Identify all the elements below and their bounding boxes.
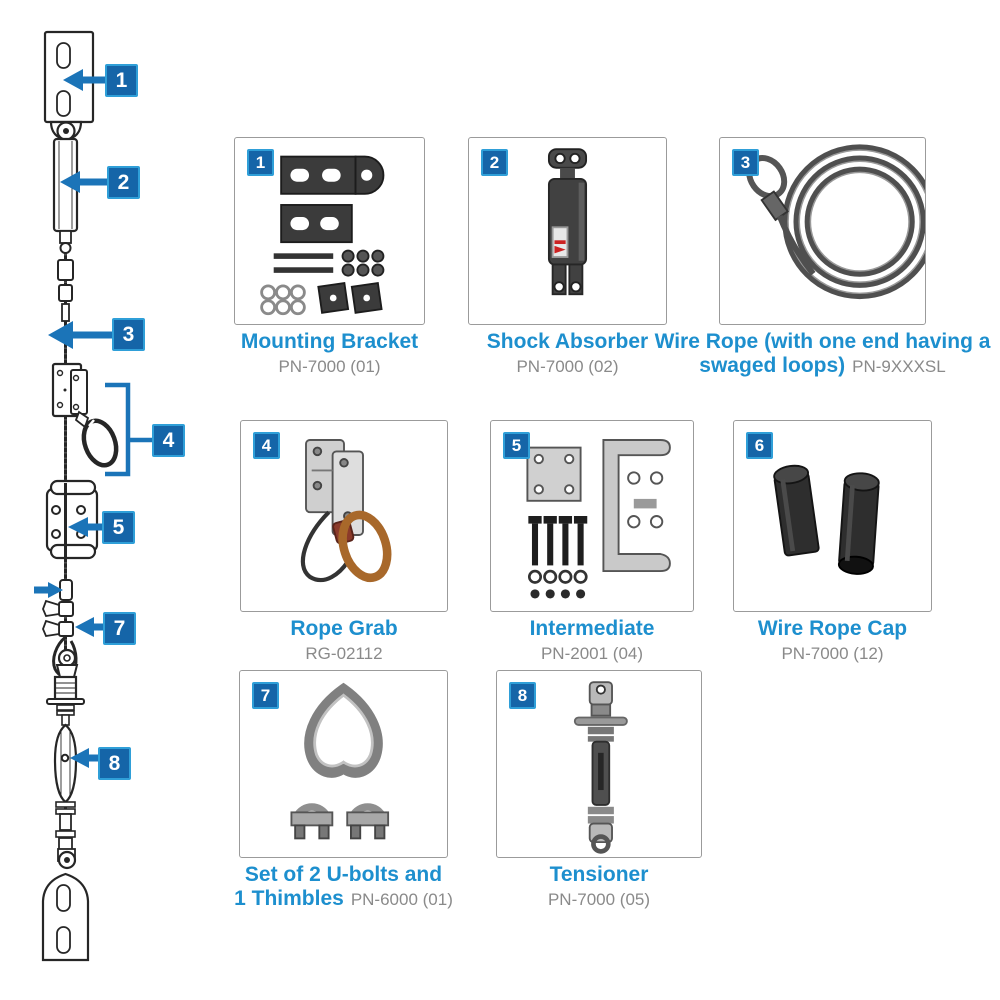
part-number-badge: 2 — [481, 149, 508, 176]
arrow-8 — [70, 748, 98, 768]
u-bolt-clamps-drawing — [42, 599, 74, 637]
callout-badge-3: 3 — [112, 318, 145, 351]
part-number-badge: 3 — [732, 149, 759, 176]
arrow-1 — [63, 69, 105, 91]
part-name: Wire Rope (with one end having a — [654, 330, 991, 353]
part-card-wire-rope: 3 Wire Rope (with one end having a — [655, 137, 990, 377]
part-name: Intermediate — [529, 617, 655, 640]
tensioner-drawing — [46, 648, 85, 853]
part-card-shock-absorber: 2 Shock Absorber PN-7000 (02) — [468, 137, 667, 376]
top-mounting-bracket-drawing — [43, 30, 95, 141]
ubolts-thimble-photo — [290, 682, 390, 840]
part-card-ubolts-thimble: 7 Set of 2 U-bolts and — [234, 670, 453, 910]
assembly-diagram — [34, 30, 152, 962]
part-name: Rope Grab — [290, 617, 398, 640]
shock-absorber-drawing — [52, 137, 79, 322]
callout-badge-8: 8 — [98, 747, 131, 780]
callout-arrows — [34, 69, 152, 768]
part-code: PN-9XXXSL — [852, 357, 946, 376]
part-code: RG-02112 — [305, 644, 383, 663]
callout-badge-5: 5 — [102, 511, 135, 544]
part-card-rope-grab: 4 Rope Grab RG-02112 — [240, 420, 448, 663]
bottom-mounting-bracket-drawing — [41, 848, 90, 962]
callout-badge-4: 4 — [152, 424, 185, 457]
part-code: PN-2001 (04) — [540, 644, 644, 663]
part-number-badge: 5 — [503, 432, 530, 459]
part-code: PN-7000 (02) — [516, 357, 619, 376]
part-code: PN-7000 (05) — [547, 890, 651, 909]
rope-grab-drawing — [51, 362, 119, 468]
intermediate-bracket-drawing — [45, 479, 99, 560]
part-name: Wire Rope Cap — [757, 617, 908, 640]
part-number-badge: 7 — [252, 682, 279, 709]
part-card-tensioner: 8 Tensioner PN-7000 (05) — [496, 670, 702, 909]
part-code: PN-6000 (01) — [350, 890, 453, 909]
callout-4-bracket — [105, 382, 152, 477]
part-name: Shock Absorber — [486, 330, 649, 353]
part-number-badge: 4 — [253, 432, 280, 459]
part-number-badge: 8 — [509, 682, 536, 709]
part-name-line2: swaged loops)PN-9XXXSL — [699, 354, 946, 377]
arrow-7 — [75, 617, 103, 637]
intermediate-photo — [526, 439, 671, 599]
part-number-badge: 6 — [746, 432, 773, 459]
part-name: Tensioner — [549, 863, 649, 886]
wire-rope-cap-photo — [773, 464, 880, 575]
wire-rope-photo — [746, 144, 925, 300]
arrow-6 — [34, 582, 63, 598]
shock-absorber-photo — [547, 148, 588, 296]
part-card-wire-rope-cap: 6 Wire Rope Cap PN-7000 (12) — [733, 420, 932, 663]
part-number-badge: 1 — [247, 149, 274, 176]
part-name: Set of 2 U-bolts and — [244, 863, 443, 886]
part-code: PN-7000 (01) — [278, 357, 381, 376]
callout-badge-7: 7 — [103, 612, 136, 645]
callout-badge-2: 2 — [107, 166, 140, 199]
part-name: Mounting Bracket — [240, 330, 419, 353]
callout-badge-1: 1 — [105, 64, 138, 97]
part-card-mounting-bracket: 1 — [234, 137, 425, 376]
arrow-2 — [60, 171, 107, 193]
arrow-3 — [48, 321, 112, 349]
rope-grab-photo — [300, 439, 392, 583]
mounting-bracket-photo — [260, 155, 385, 316]
part-code: PN-7000 (12) — [781, 644, 884, 663]
arrow-5 — [68, 517, 102, 537]
part-card-intermediate: 5 — [490, 420, 694, 663]
tensioner-photo — [573, 681, 628, 854]
